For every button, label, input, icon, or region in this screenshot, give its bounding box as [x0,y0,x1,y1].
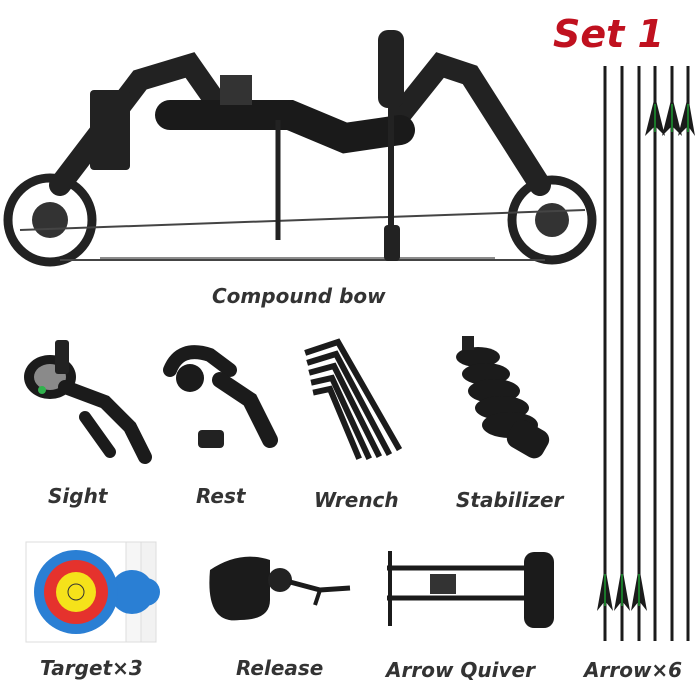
target-label: Target×3 [40,656,143,680]
arrow-label: Arrow×6 [584,658,683,682]
sight-image [24,340,152,464]
sight-label: Sight [48,484,108,508]
wrench-label: Wrench [314,488,399,512]
compound-bow-label: Compound bow [212,284,386,308]
rest-image [163,345,278,448]
arrow-quiver-label: Arrow Quiver [386,658,535,682]
wrench-image [304,338,403,460]
target-image [25,541,160,643]
compound-bow-image [3,30,597,267]
stabilizer-label: Stabilizer [456,488,564,512]
arrows-image [597,66,695,641]
rest-label: Rest [196,484,246,508]
stabilizer-image [456,336,550,459]
release-label: Release [236,656,324,680]
release-image [209,556,351,621]
arrow-quiver-image [387,551,554,628]
set-title: Set 1 [553,12,664,56]
